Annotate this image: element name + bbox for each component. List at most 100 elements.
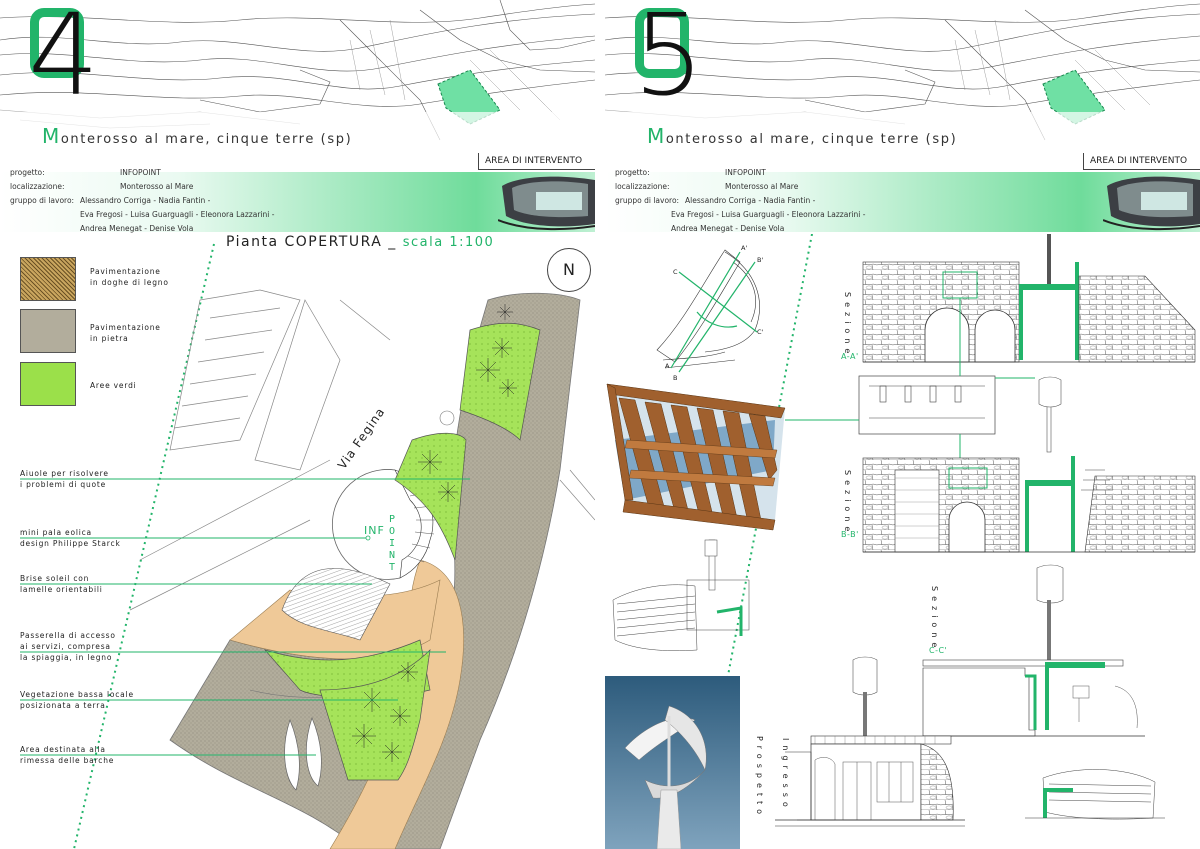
- section-b-drawing: [862, 456, 1196, 553]
- note-rimessa-line2: rimessa delle barche: [20, 756, 115, 765]
- legend-stone-line1: Pavimentazione: [90, 323, 161, 332]
- section-a-title: Sezione: [843, 292, 852, 359]
- section-a-sub: A-A': [841, 352, 859, 361]
- note-veg-line1: Vegetazione bassa locale: [20, 690, 134, 699]
- sections-drawing: A' A B' B C C': [605, 234, 1196, 849]
- project-location: Monterosso al Mare: [725, 182, 799, 191]
- key-label-c-prime: C': [757, 328, 764, 336]
- legend-swatch-wood: [20, 257, 76, 301]
- note-brise-line2: lamelle orientabili: [20, 585, 103, 594]
- prospetto-sub: Ingresso: [781, 738, 790, 812]
- group-line-2: Eva Fregosi - Luisa Guarguagli - Eleonor…: [80, 210, 275, 219]
- section-a-drawing: [862, 234, 1196, 363]
- group-line-3: Andrea Menegat - Denise Vola: [671, 224, 785, 233]
- note-pala-line1: mini pala eolica: [20, 528, 92, 537]
- legend-stone: Pavimentazione in pietra: [90, 322, 161, 344]
- key-label-c: C: [673, 268, 678, 276]
- project-band: [605, 172, 1200, 232]
- note-aiuole-line1: Aiuole per risolvere: [20, 469, 109, 478]
- note-rimessa: Area destinata alla rimessa delle barche: [20, 744, 114, 766]
- project-info: progetto: INFOPOINT localizzazione: Monter…: [10, 166, 274, 236]
- note-aiuole-line2: i problemi di quote: [20, 480, 107, 489]
- note-brise-line1: Brise soleil con: [20, 574, 90, 583]
- area-tag: AREA DI INTERVENTO: [1083, 153, 1200, 170]
- board-5: 5 Monterosso al mare, cinque terre (sp) …: [605, 0, 1200, 849]
- note-brise-soleil: Brise soleil con lamelle orientabili: [20, 573, 103, 595]
- section-c-title: Sezione: [930, 586, 939, 653]
- group-line-3: Andrea Menegat - Denise Vola: [80, 224, 194, 233]
- key-label-a: A: [665, 362, 670, 370]
- section-c-sub: C-C': [929, 646, 948, 655]
- wind-turbine-render: [624, 705, 707, 849]
- label-progetto: progetto:: [615, 168, 650, 177]
- board-title: Monterosso al mare, cinque terre (sp): [647, 124, 957, 148]
- note-aiuole: Aiuole per risolvere i problemi di quote: [20, 468, 109, 490]
- project-name: INFOPOINT: [725, 168, 766, 177]
- project-band: [0, 172, 595, 232]
- legend-green: Aree verdi: [90, 380, 137, 391]
- board-gap: [595, 0, 605, 849]
- plan-scale: scala 1:100: [402, 235, 495, 250]
- infopoint-thumbnail: [1103, 176, 1200, 231]
- note-passerella-line1: Passerella di accesso: [20, 631, 116, 640]
- small-perspective: [1042, 769, 1156, 820]
- section-c-drawing: [922, 564, 1145, 737]
- area-tag: AREA DI INTERVENTO: [478, 153, 595, 170]
- header-site-map: [605, 0, 1200, 150]
- street-label: Via Fegina: [335, 405, 388, 472]
- label-progetto: progetto:: [10, 168, 45, 177]
- legend-swatch-green: [20, 362, 76, 406]
- legend-wood-line1: Pavimentazione: [90, 267, 161, 276]
- legend-stone-line2: in pietra: [90, 334, 129, 343]
- note-vegetazione: Vegetazione bassa locale posizionata a te…: [20, 689, 134, 711]
- legend-wood-line2: in doghe di legno: [90, 278, 169, 287]
- legend-green-line1: Aree verdi: [90, 381, 137, 390]
- title-initial: M: [647, 124, 666, 148]
- project-info: progetto: INFOPOINT localizzazione: Monter…: [615, 166, 865, 236]
- legend-swatch-stone: [20, 309, 76, 353]
- label-gruppo: gruppo di lavoro:: [615, 196, 680, 205]
- group-line-1: Alessandro Corriga - Nadia Fantin -: [685, 196, 816, 205]
- key-label-b-prime: B': [757, 256, 763, 264]
- north-arrow: N: [547, 248, 591, 292]
- title-rest: onterosso al mare, cinque terre (sp): [60, 132, 353, 147]
- prospetto-title: Prospetto: [755, 736, 764, 820]
- legend-wood: Pavimentazione in doghe di legno: [90, 266, 169, 288]
- detail-box: [858, 375, 996, 435]
- board-4: 4 Monterosso al mare, cinque terre (sp) …: [0, 0, 595, 849]
- label-localizzazione: localizzazione:: [10, 182, 65, 191]
- infopoint-perspective: [612, 539, 750, 651]
- section-b-sub: B-B': [841, 530, 859, 539]
- group-line-2: Eva Fregosi - Luisa Guarguagli - Eleonor…: [671, 210, 866, 219]
- project-name: INFOPOINT: [120, 168, 161, 177]
- group-line-1: Alessandro Corriga - Nadia Fantin -: [80, 196, 211, 205]
- infopoint-label-v: POINT: [387, 514, 398, 574]
- note-pala-eolica: mini pala eolica design Philippe Starck: [20, 527, 121, 549]
- note-pala-line2: design Philippe Starck: [20, 539, 121, 548]
- plan-title-text: Pianta COPERTURA _: [226, 234, 397, 250]
- infopoint-label-h: INF: [364, 524, 385, 537]
- note-passerella-line3: la spiaggia, in legno: [20, 653, 113, 662]
- header-site-map: [0, 0, 595, 150]
- title-initial: M: [42, 124, 61, 148]
- note-veg-line2: posizionata a terra: [20, 701, 106, 710]
- title-rest: onterosso al mare, cinque terre (sp): [665, 132, 958, 147]
- roof-plan-drawing: Via Fegina: [20, 243, 595, 849]
- label-gruppo: gruppo di lavoro:: [10, 196, 75, 205]
- note-passerella-line2: ai servizi, compresa: [20, 642, 111, 651]
- prospetto-drawing: [775, 656, 965, 827]
- label-localizzazione: localizzazione:: [615, 182, 670, 191]
- infopoint-thumbnail: [498, 176, 595, 231]
- key-label-b: B: [673, 374, 677, 382]
- number-frame: [635, 8, 689, 78]
- section-b-title: Sezione: [843, 470, 852, 537]
- note-passerella: Passerella di accesso ai servizi, compres…: [20, 630, 116, 663]
- key-label-a-prime: A': [741, 244, 747, 252]
- project-location: Monterosso al Mare: [120, 182, 194, 191]
- pergola-render: [606, 383, 786, 531]
- number-frame: [30, 8, 84, 78]
- plan-title: Pianta COPERTURA _ scala 1:100: [226, 234, 494, 250]
- board-title: Monterosso al mare, cinque terre (sp): [42, 124, 352, 148]
- board-number: 5: [633, 0, 704, 121]
- note-rimessa-line1: Area destinata alla: [20, 745, 106, 754]
